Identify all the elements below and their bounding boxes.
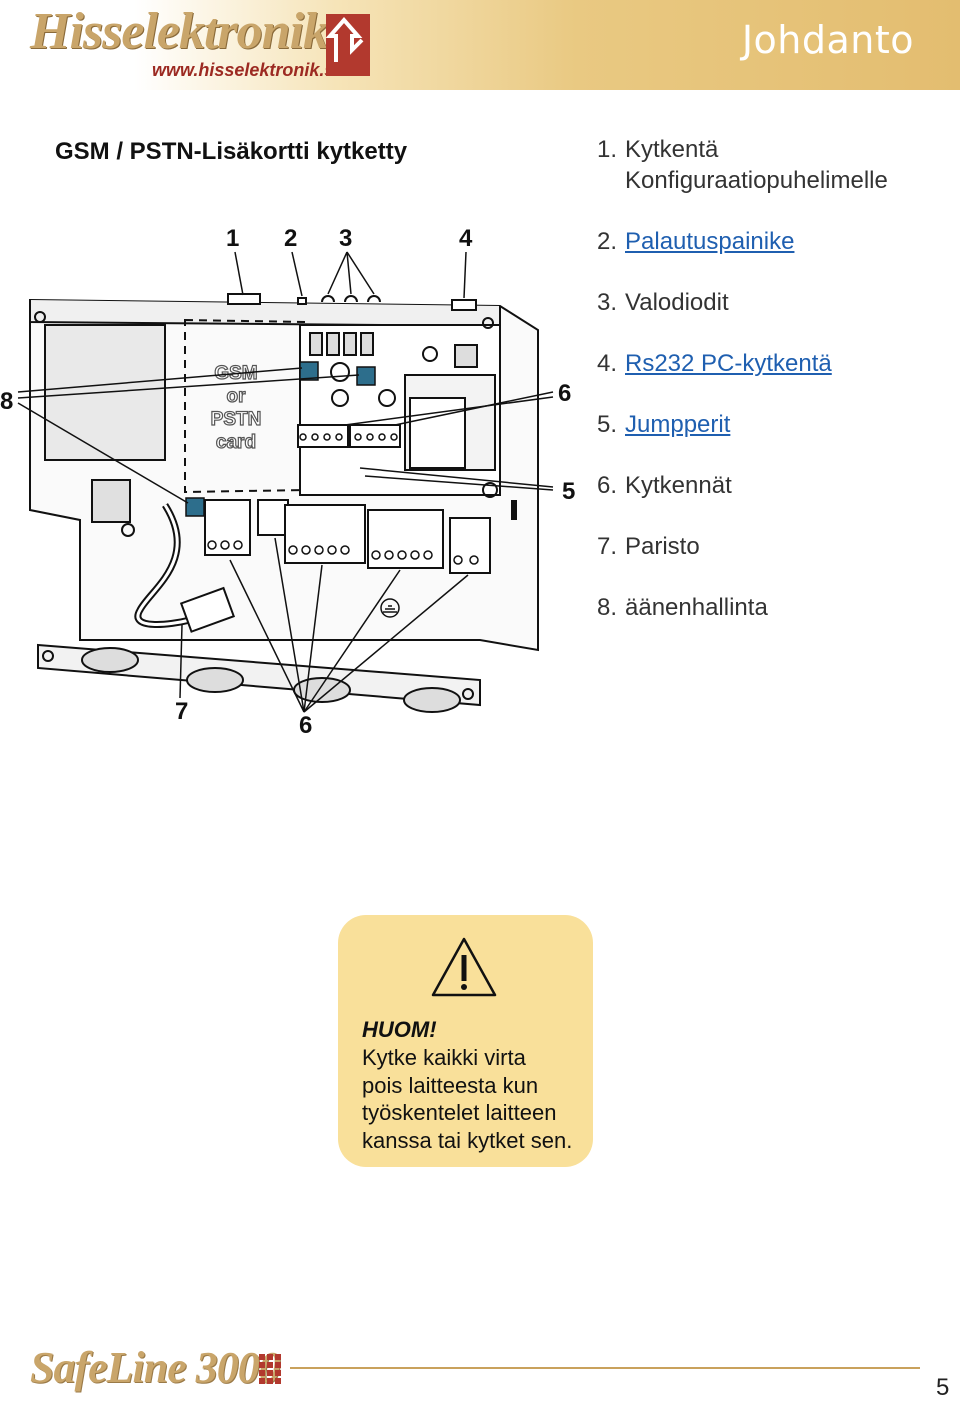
- callout-1: 1: [226, 225, 239, 252]
- rs232-connector: [451, 299, 477, 311]
- brand-logo-text: Hisselektronik: [30, 3, 329, 60]
- gsm-card-outline: [184, 318, 306, 494]
- legend-link[interactable]: Jumpperit: [625, 411, 731, 438]
- warning-line: Kytke kaikki virta: [362, 1045, 526, 1070]
- brand-url: www.hisselektronik.se: [152, 60, 345, 80]
- footer-rule: [290, 1367, 920, 1369]
- warning-line: pois laitteesta kun: [362, 1072, 539, 1098]
- warning-line: kanssa tai kytket sen.: [362, 1127, 573, 1153]
- callout-4: 4: [459, 225, 473, 252]
- config-connector: [227, 293, 261, 305]
- legend-number: 4.: [597, 350, 618, 377]
- card-label-line: card: [216, 432, 256, 453]
- callout-3: 3: [339, 225, 352, 252]
- elevator-arrow-icon: [325, 14, 370, 76]
- callout-2: 2: [284, 225, 297, 252]
- legend-number: 3.: [597, 289, 618, 316]
- volume-pots: [185, 361, 376, 517]
- legend-text: Paristo: [625, 533, 700, 560]
- warning-title: HUOM!: [362, 1017, 437, 1042]
- card-label-line: PSTN: [211, 409, 262, 430]
- legend-number: 5.: [597, 411, 618, 438]
- legend-text: äänenhallinta: [625, 594, 768, 621]
- legend-item-3: 3. Valodiodit: [597, 287, 729, 318]
- page-number: 5: [936, 1374, 950, 1401]
- legend-text: Valodiodit: [625, 289, 729, 316]
- callout-6-bottom: 6: [299, 712, 312, 739]
- page-header: Hisselektronik www.hisselektronik.se Joh…: [0, 0, 960, 90]
- warning-triangle-icon: [431, 937, 497, 997]
- legend-text-cont: Konfiguraatiopuhelimelle: [625, 167, 888, 194]
- legend-text: Kytkennät: [625, 472, 732, 499]
- callout-7: 7: [175, 698, 188, 725]
- legend-text: Kytkentä: [625, 136, 719, 163]
- legend-number: 1.: [597, 136, 618, 163]
- legend-item-4: 4. Rs232 PC-kytkentä: [597, 348, 832, 379]
- legend-number: 8.: [597, 594, 618, 621]
- leader-lines: [17, 251, 554, 713]
- legend-item-7: 7. Paristo: [597, 531, 700, 562]
- legend-number: 7.: [597, 533, 618, 560]
- card-label-line: or: [227, 386, 247, 407]
- battery-holder: [91, 479, 131, 523]
- legend-number: 6.: [597, 472, 618, 499]
- device-diagram: GSM or PSTN card 1 2 3 4 8 6 5 7 6: [0, 225, 575, 739]
- legend-link[interactable]: Rs232 PC-kytkentä: [625, 350, 832, 377]
- legend-item-5: 5. Jumpperit: [597, 409, 730, 440]
- connector-block: [204, 499, 251, 556]
- warning-line: työskentelet laitteen: [362, 1100, 557, 1125]
- section-title: Johdanto: [741, 18, 914, 62]
- battery-connector: [179, 586, 236, 633]
- legend-number: 2.: [597, 228, 618, 255]
- legend-item-2: 2. Palautuspainike: [597, 226, 794, 257]
- legend-link[interactable]: Palautuspainike: [625, 228, 795, 255]
- legend-item-6: 6. Kytkennät: [597, 470, 732, 501]
- callout-5: 5: [562, 478, 575, 505]
- connector-block: [449, 517, 491, 574]
- product-logo-mark-icon: [259, 1354, 281, 1384]
- warning-text: Kytke kaikki virta pois laitteesta kun t…: [362, 1044, 590, 1154]
- diagram-heading: GSM / PSTN-Lisäkortti kytketty: [55, 138, 408, 165]
- legend-item-8: 8. äänenhallinta: [597, 592, 768, 623]
- connector-block: [284, 504, 366, 564]
- callout-8: 8: [0, 388, 13, 415]
- callout-6-top: 6: [558, 380, 571, 407]
- warning-box: HUOM! Kytke kaikki virta pois laitteesta…: [338, 915, 593, 1167]
- connector-block: [367, 509, 444, 569]
- product-logo: SafeLine 3000: [30, 1343, 281, 1392]
